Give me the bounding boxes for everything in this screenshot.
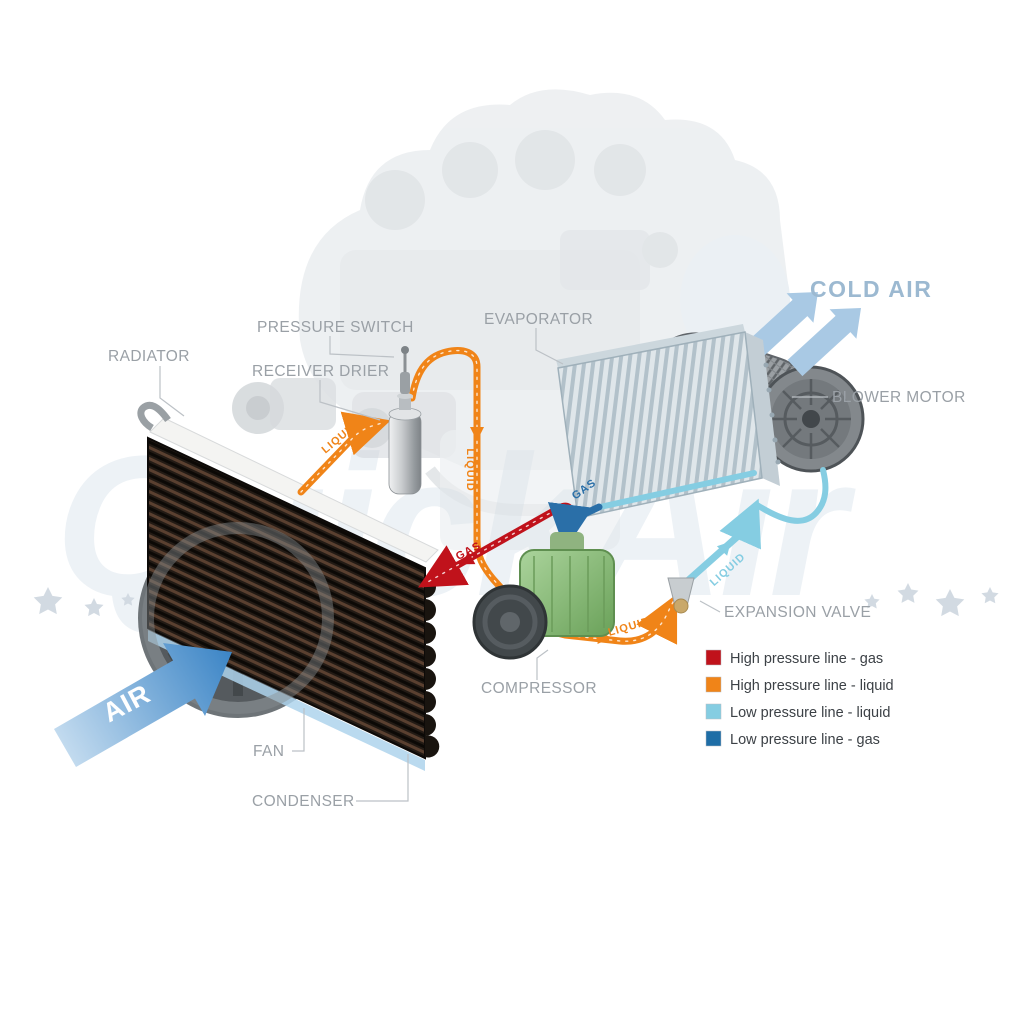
cold-air-label: COLD AIR: [810, 276, 932, 302]
flow-label-liquid: LIQUID: [464, 448, 476, 491]
evaporator-label: EVAPORATOR: [484, 311, 593, 328]
receiver-drier-label: RECEIVER DRIER: [252, 363, 389, 380]
pressure-switch-label: PRESSURE SWITCH: [257, 319, 414, 336]
blower-motor-label: BLOWER MOTOR: [832, 389, 966, 406]
air-arrow-icon: [54, 643, 232, 767]
component-labels: RADIATOR PRESSURE SWITCH RECEIVER DRIER …: [108, 311, 966, 810]
flow-arrow-icon: [716, 541, 731, 556]
compressor: [472, 532, 615, 660]
evaporator: [556, 324, 781, 519]
legend-label: Low pressure line - gas: [730, 732, 880, 748]
star-icon: [981, 587, 999, 604]
condenser-label: CONDENSER: [252, 793, 355, 810]
legend-item: High pressure line - liquid: [705, 676, 894, 694]
label-leader-lines: [159, 328, 828, 802]
legend-swatch-darkblue: [705, 730, 722, 747]
expansion-valve: [667, 577, 695, 614]
pressure-switch: [400, 346, 410, 394]
line-evaporator-loop: [754, 467, 829, 524]
legend-item: Low pressure line - liquid: [705, 703, 890, 721]
legend-swatch-lightblue: [705, 703, 722, 720]
star-icon: [897, 583, 919, 603]
legend-swatch-red: [705, 649, 722, 666]
star-icon: [935, 589, 965, 617]
legend: High pressure line - gas High pressure l…: [705, 649, 894, 748]
flow-arrow-icon: [460, 551, 476, 565]
receiver-drier: [388, 393, 422, 495]
legend-item: Low pressure line - gas: [705, 730, 880, 748]
radiator-label: RADIATOR: [108, 348, 190, 365]
legend-label: High pressure line - liquid: [730, 678, 894, 694]
radiator-hose: [137, 401, 171, 432]
cold-air-arrow-icon: [787, 308, 861, 377]
air-arrow: AIR: [54, 643, 232, 767]
legend-swatch-orange: [705, 676, 722, 693]
expansion-valve-label: EXPANSION VALVE: [724, 604, 871, 621]
legend-item: High pressure line - gas: [705, 649, 883, 667]
refrigerant-lines: [297, 347, 829, 645]
fan-shroud-ring: [142, 522, 334, 714]
fan-label: FAN: [253, 743, 284, 760]
line-expansion-valve-to-evaporator: [679, 498, 762, 589]
legend-label: High pressure line - gas: [730, 651, 883, 667]
compressor-label: COMPRESSOR: [481, 680, 597, 697]
line-evaporator-coil-edge: [597, 470, 757, 510]
legend-label: Low pressure line - liquid: [730, 705, 890, 721]
flow-arrow-icon: [470, 427, 484, 441]
